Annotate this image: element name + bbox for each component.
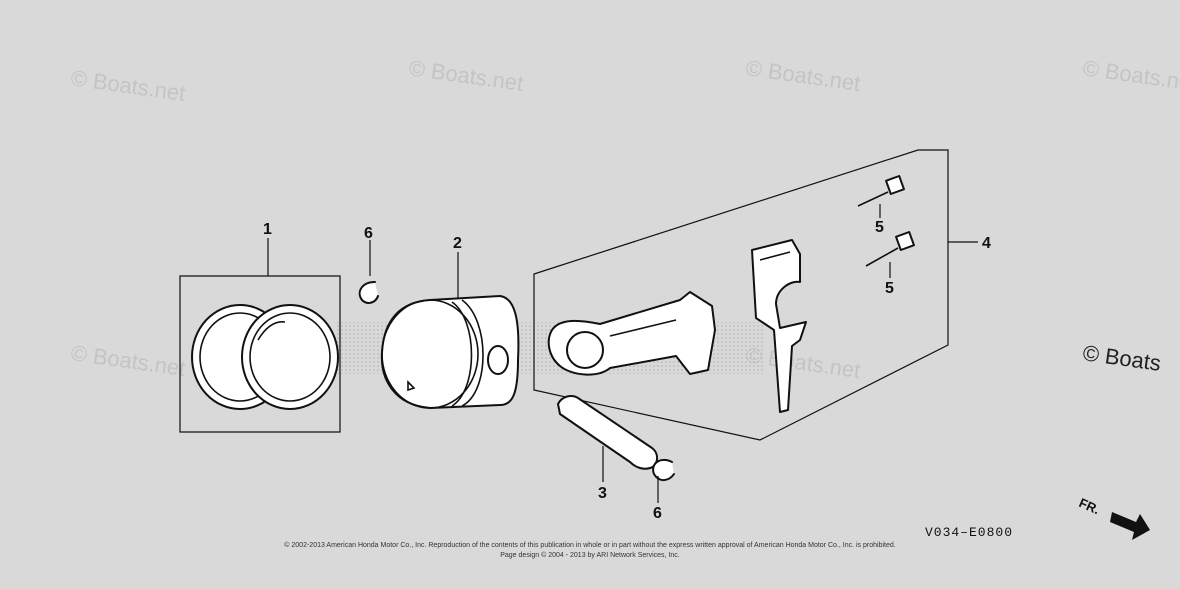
ring-set-frame [179,275,341,433]
rod-cap-body [751,239,807,413]
watermark: © Boats.net [744,55,862,96]
connecting-rod-web [609,319,677,337]
piston-pin-clip [652,458,675,481]
rod-bolt-shank [857,191,889,207]
rod-bolt-shank [865,247,899,267]
piston-pin-clip [358,281,379,304]
callout-rod-bolt[interactable]: 5 [885,280,894,297]
connecting-rod [547,291,716,376]
direction-label: FR. [1077,495,1102,517]
watermark: © Boats.net [407,55,525,96]
rod-cap-edge [759,251,791,261]
piston-pin-boss [487,345,509,375]
front-arrow-icon [1110,512,1150,540]
rod-bolt [857,175,905,207]
watermark-large: © Boats [1081,340,1162,376]
rod-bolt-head [895,231,915,251]
connecting-rod-cap [751,239,807,413]
callout-piston-ring-set[interactable]: 1 [263,221,272,238]
ring-gap-mark [257,321,286,341]
watermark: © Boats.net [69,340,187,381]
callout-piston[interactable]: 2 [453,235,462,252]
leader-lines [267,204,978,503]
watermark: © Boats.net [69,65,187,106]
copyright-footer: © 2002-2013 American Honda Motor Co., In… [284,541,895,549]
callout-piston-pin[interactable]: 3 [598,485,607,502]
piston [380,295,520,409]
piston-ring-set [179,275,341,433]
callout-rod-bolt[interactable]: 5 [875,219,884,236]
piston-ring-inner [249,312,331,402]
connecting-rod-small-end [566,331,604,369]
diagram-code: V034–E0800 [925,525,1013,540]
connecting-rod-set-frame [533,149,949,441]
callout-pin-clip[interactable]: 6 [653,505,662,522]
page-design-footer: Page design © 2004 - 2013 by ARI Network… [500,551,680,559]
rod-bolt [865,231,915,267]
rod-bolt-head [885,175,905,195]
piston-ring-groove [461,299,484,407]
piston-crown-edge [381,299,479,409]
callout-pin-clip[interactable]: 6 [364,225,373,242]
watermark: © Boats.net [1081,55,1180,96]
piston-ring-outer [241,304,339,410]
callout-connecting-rod-set[interactable]: 4 [982,235,991,252]
front-direction-indicator: FR. [1077,495,1150,540]
piston-ring-groove [451,301,473,407]
piston-pin [557,395,658,470]
piston-direction-mark [407,380,416,392]
